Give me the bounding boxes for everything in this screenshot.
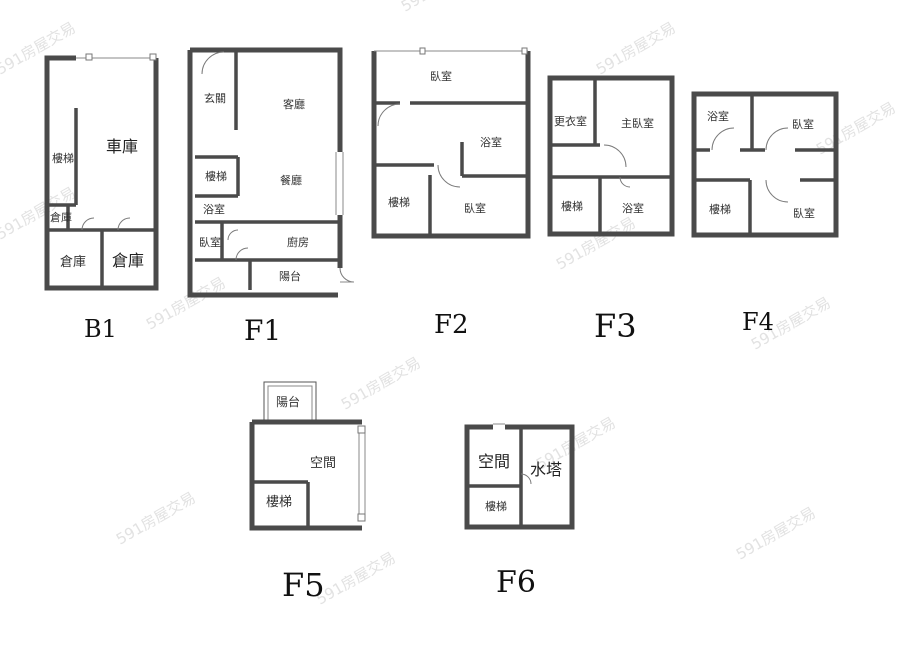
floor-label: F4 <box>742 308 774 336</box>
room-label: 浴室 <box>707 109 729 123</box>
watermark: 591房屋交易 <box>313 549 399 609</box>
plan-f4: 浴室 臥室 樓梯 臥室 F4 <box>691 91 839 336</box>
floor-label: B1 <box>84 315 117 343</box>
room-label: 臥室 <box>793 206 815 220</box>
watermark: 591房屋交易 <box>733 504 819 564</box>
room-label: 陽台 <box>279 269 301 283</box>
plan-f5: 陽台 空間 樓梯 F5 <box>249 381 366 604</box>
room-label: 臥室 <box>199 235 221 249</box>
watermark: 591房屋交易 <box>398 0 484 15</box>
room-label: 浴室 <box>480 135 502 149</box>
floor-label: F6 <box>496 565 536 600</box>
room-label: 樓梯 <box>266 495 292 510</box>
room-label: 餐廳 <box>280 173 302 187</box>
room-label: 車庫 <box>106 137 138 156</box>
watermark: 591房屋交易 <box>553 214 639 274</box>
plan-f2: 臥室 浴室 樓梯 臥室 F2 <box>371 47 531 340</box>
room-label: 樓梯 <box>561 199 583 213</box>
room-label: 樓梯 <box>485 499 507 513</box>
room-label: 空間 <box>478 452 510 471</box>
room-label: 樓梯 <box>388 195 410 209</box>
room-label: 樓梯 <box>205 169 227 183</box>
room-label: 陽台 <box>276 394 300 409</box>
room-label: 玄關 <box>204 91 226 105</box>
watermark: 591房屋交易 <box>0 19 79 79</box>
watermarks: 591房屋交易 591房屋交易 591房屋交易 591房屋交易 591房屋交易 … <box>0 0 899 608</box>
floor-label: F3 <box>594 307 637 345</box>
room-label: 浴室 <box>622 201 644 215</box>
plan-f3: 更衣室 主臥室 樓梯 浴室 F3 <box>547 75 675 345</box>
room-label: 空間 <box>310 456 336 471</box>
room-label: 臥室 <box>430 69 452 83</box>
floor-label: F5 <box>282 566 325 604</box>
plan-b1: 樓梯 車庫 倉庫 倉庫 倉庫 B1 <box>44 53 159 343</box>
room-label: 倉庫 <box>50 210 72 224</box>
room-label: 浴室 <box>203 202 225 216</box>
room-label: 樓梯 <box>52 151 74 165</box>
watermark: 591房屋交易 <box>338 354 424 414</box>
plan-f6: 空間 水塔 樓梯 F6 <box>464 423 575 600</box>
room-label: 廚房 <box>287 235 309 249</box>
room-label: 客廳 <box>283 97 305 111</box>
room-label: 更衣室 <box>554 114 587 128</box>
room-label: 臥室 <box>792 117 814 131</box>
floor-label: F2 <box>434 310 469 340</box>
plan-f1: 玄關 客廳 樓梯 餐廳 浴室 臥室 廚房 陽台 F1 <box>187 47 355 347</box>
room-label: 樓梯 <box>709 202 731 216</box>
room-label: 臥室 <box>464 201 486 215</box>
floor-label: F1 <box>244 314 281 347</box>
room-label: 倉庫 <box>60 255 86 270</box>
watermark: 591房屋交易 <box>113 489 199 549</box>
room-label: 水塔 <box>530 460 562 479</box>
watermark: 591房屋交易 <box>593 19 679 79</box>
room-label: 主臥室 <box>621 116 654 130</box>
room-label: 倉庫 <box>112 251 144 270</box>
